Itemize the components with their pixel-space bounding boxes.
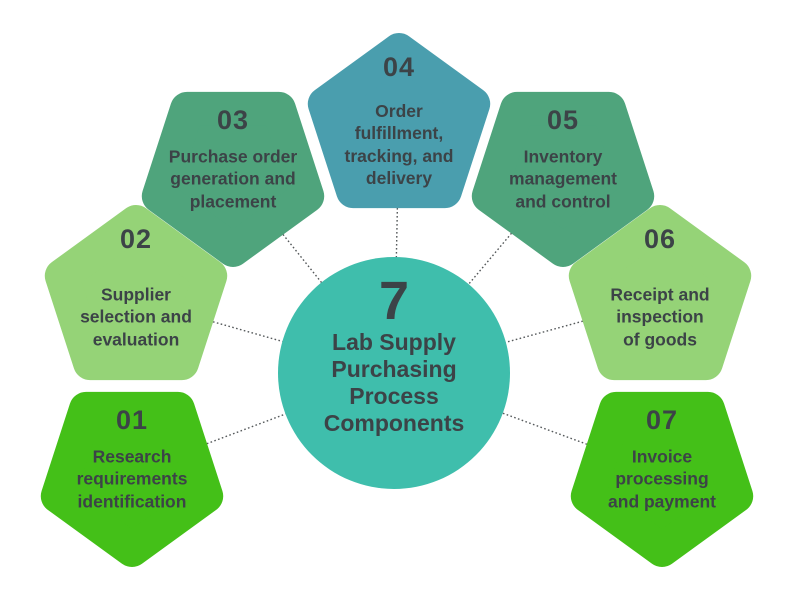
step-label-line: Supplier xyxy=(100,284,171,305)
step-label-line: placement xyxy=(189,191,277,212)
step-number: 06 xyxy=(643,224,677,254)
pentagon-shape xyxy=(568,205,752,381)
pentagon-shape xyxy=(471,91,655,267)
step-number: 07 xyxy=(645,405,679,435)
step-number: 05 xyxy=(546,105,580,135)
step-number: 04 xyxy=(382,52,416,82)
step-label-line: delivery xyxy=(365,168,433,189)
step-label-line: management xyxy=(509,168,617,189)
step-label-line: Inventory xyxy=(523,146,603,167)
step-label-line: identification xyxy=(77,491,187,512)
pentagon-shape xyxy=(44,205,228,381)
step-label-line: Receipt and xyxy=(610,284,710,305)
step-number: 02 xyxy=(119,224,153,254)
pentagon-shape xyxy=(307,33,491,209)
pentagon-shape xyxy=(40,391,224,567)
center-circle: 7 Lab Supply Purchasing Process Componen… xyxy=(278,257,510,489)
pentagon-shape xyxy=(141,91,325,267)
step-label-line: tracking, and xyxy=(344,146,454,166)
step-label-line: processing xyxy=(615,468,709,489)
step-label-line: selection and xyxy=(80,306,192,327)
center-count: 7 xyxy=(378,271,410,331)
step-label-line: Order xyxy=(375,101,423,122)
step-label-line: fulfillment, xyxy=(354,123,444,144)
step-number: 01 xyxy=(115,405,149,435)
step-label-line: generation and xyxy=(170,168,296,189)
pentagon-shape xyxy=(570,391,754,567)
center-title-line: Lab Supply xyxy=(332,329,456,356)
step-label-line: Invoice xyxy=(631,446,693,467)
step-label-line: Purchase order xyxy=(168,146,298,167)
step-label-line: Research xyxy=(92,446,172,467)
step-label-line: of goods xyxy=(623,329,697,350)
center-title-line: Process xyxy=(349,382,439,409)
step-label-line: and payment xyxy=(608,491,716,512)
step-label-line: evaluation xyxy=(92,329,180,350)
step-label-line: inspection xyxy=(616,306,704,327)
step-label-line: requirements xyxy=(76,468,188,489)
step-number: 03 xyxy=(216,105,250,135)
center-title-line: Components xyxy=(323,409,465,436)
center-title-line: Purchasing xyxy=(331,355,457,382)
step-label-line: and control xyxy=(515,191,611,212)
